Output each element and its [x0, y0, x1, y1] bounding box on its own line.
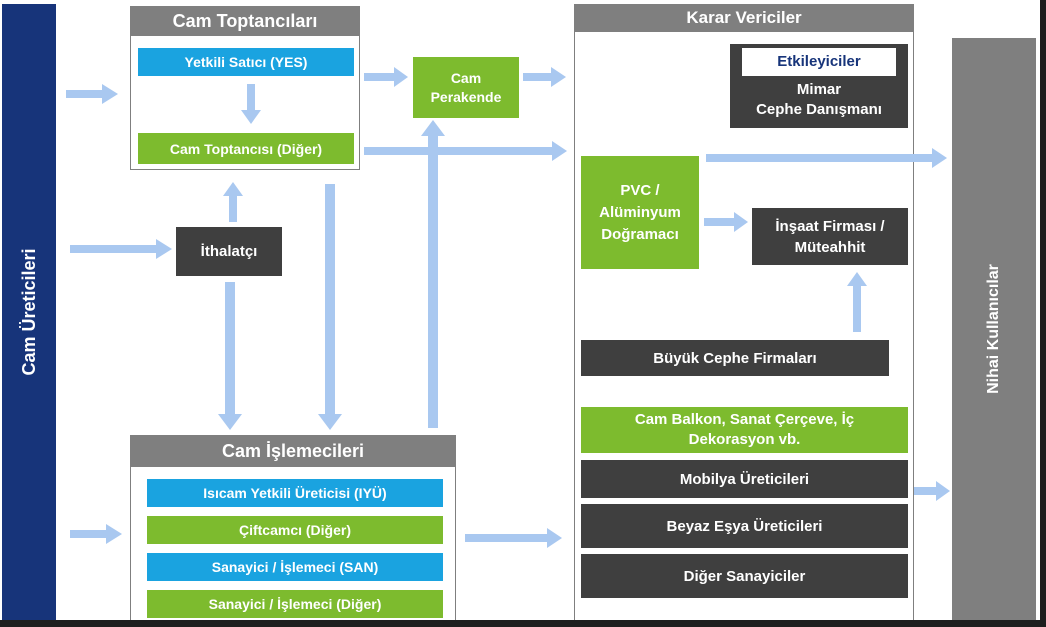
processor-item: Sanayici / İşlemeci (Diğer)	[147, 590, 443, 618]
balcony-line2: Dekorasyon vb.	[688, 431, 801, 448]
arrow-wholesalers-to-decision	[364, 141, 567, 161]
construction-line1: İnşaat Firması /	[775, 217, 885, 235]
influencers-title: Etkileyiciler	[742, 48, 896, 76]
processor-item: Sanayici / İşlemeci (SAN)	[147, 553, 443, 581]
arrow-wholesalers-to-retail	[364, 67, 408, 87]
end-users-bar	[952, 38, 1036, 620]
arrow-facade-to-construction	[847, 272, 867, 332]
processors-title: Cam İşlemecileri	[130, 435, 456, 467]
processor-item: Isıcam Yetkili Üreticisi (IYÜ)	[147, 479, 443, 507]
pvc-line1: PVC /	[620, 181, 660, 199]
arrow-wholesalers-to-processors	[318, 184, 342, 430]
decision-makers-title: Karar Vericiler	[574, 4, 914, 32]
other-industry-box: Diğer Sanayiciler	[581, 554, 908, 598]
arrow-processors-to-decision	[465, 528, 562, 548]
arrow-importer-to-processors	[218, 282, 242, 430]
arrow-authorized-to-other	[241, 84, 261, 124]
arrow-pvc-to-construction	[704, 212, 748, 232]
pvc-aluminium-box: PVC / Alüminyum Doğramacı	[581, 156, 699, 269]
arrow-processors-to-retail	[421, 120, 445, 428]
pvc-line3: Doğramacı	[601, 225, 679, 243]
producers-bar	[2, 4, 56, 620]
retail-line1: Cam	[450, 69, 482, 86]
influencer-facade-consultant: Cephe Danışmanı	[756, 101, 882, 118]
construction-line2: Müteahhit	[794, 238, 866, 256]
balcony-line1: Cam Balkon, Sanat Çerçeve, İç	[634, 411, 855, 428]
wholesalers-title: Cam Toptancıları	[130, 6, 360, 36]
influencer-architect: Mimar	[796, 81, 842, 98]
pvc-line2: Alüminyum	[599, 203, 681, 221]
influencers-box: Etkileyiciler Mimar Cephe Danışmanı	[730, 44, 908, 128]
furniture-box: Mobilya Üreticileri	[581, 460, 908, 498]
importer-box: İthalatçı	[176, 227, 282, 276]
arrow-producers-to-importer	[70, 239, 172, 259]
balcony-box: Cam Balkon, Sanat Çerçeve, İç Dekorasyon…	[581, 407, 908, 453]
arrow-producers-to-wholesalers	[66, 84, 118, 104]
authorized-dealer-box: Yetkili Satıcı (YES)	[138, 48, 354, 76]
facade-firms-box: Büyük Cephe Firmaları	[581, 340, 889, 376]
arrow-retail-to-decision	[523, 67, 566, 87]
construction-box: İnşaat Firması / Müteahhit	[752, 208, 908, 265]
arrow-producers-to-processors	[70, 524, 122, 544]
retail-line2: Perakende	[430, 88, 502, 105]
arrow-pvc-to-end-users	[706, 148, 947, 168]
other-wholesaler-box: Cam Toptancısı (Diğer)	[138, 133, 354, 164]
arrow-industry-to-end-users	[914, 481, 950, 501]
appliances-box: Beyaz Eşya Üreticileri	[581, 504, 908, 548]
processor-item: Çiftcamcı (Diğer)	[147, 516, 443, 544]
arrow-importer-to-wholesalers	[223, 182, 243, 222]
retail-box: Cam Perakende	[413, 57, 519, 118]
